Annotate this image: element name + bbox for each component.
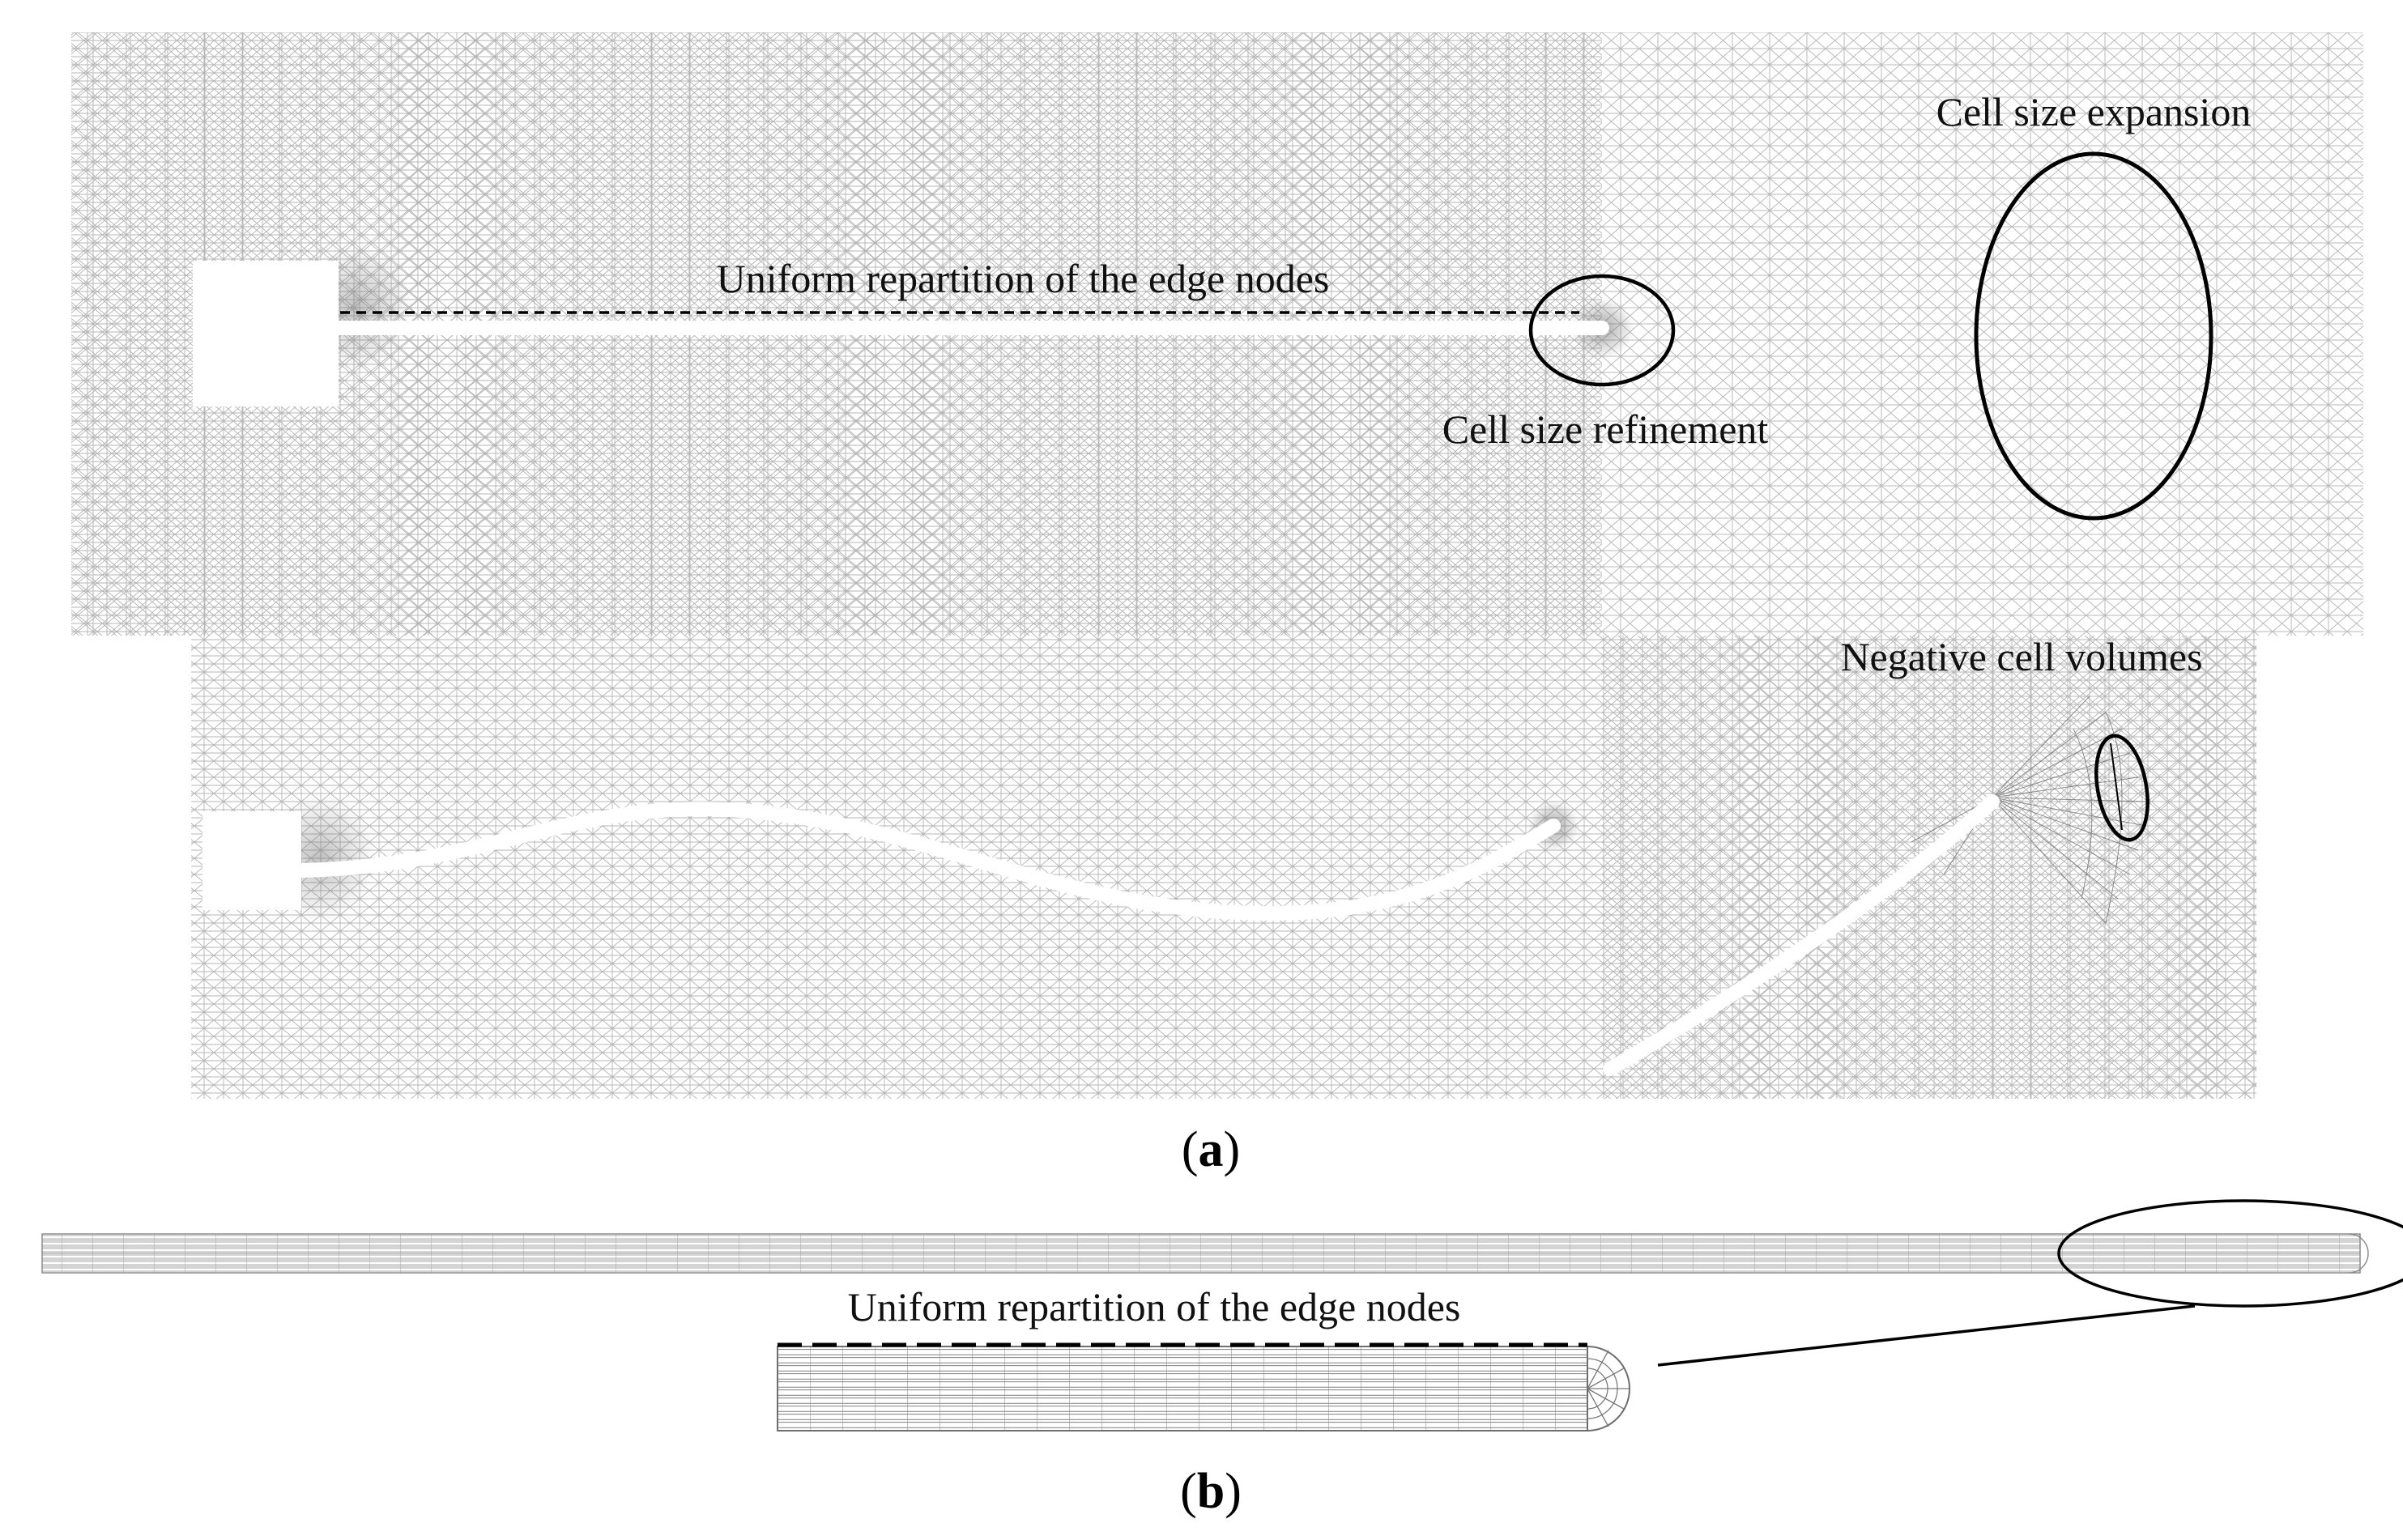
beam-tip-round bbox=[1602, 321, 1609, 335]
beam-inclined bbox=[1603, 794, 2000, 1076]
distorted-mesh-fan bbox=[1911, 696, 2147, 924]
panel-label-b-close: ) bbox=[1225, 1464, 1242, 1519]
panel-label-a-letter: a bbox=[1199, 1122, 1224, 1177]
panel-label-a-open: ( bbox=[1182, 1122, 1199, 1177]
beam-undeformed bbox=[339, 321, 1602, 335]
zoom-connector-line bbox=[1657, 1304, 2196, 1367]
annotation-uniform-edge-nodes-b: Uniform repartition of the edge nodes bbox=[848, 1284, 1461, 1329]
panel-label-b-open: ( bbox=[1180, 1464, 1197, 1519]
negative-volume-ellipse bbox=[2094, 734, 2149, 842]
panel-label-a: (a) bbox=[1182, 1122, 1240, 1177]
panel-label-a-close: ) bbox=[1224, 1122, 1241, 1177]
beam-deformed-s-curve bbox=[294, 802, 1561, 921]
mesh-domain-bottom-right bbox=[1602, 636, 2256, 1099]
annotation-uniform-edge-nodes-a: Uniform repartition of the edge nodes bbox=[717, 256, 1330, 301]
expansion-ellipse bbox=[1974, 151, 2213, 521]
beam-tip-zoom-fan bbox=[1587, 1350, 1630, 1427]
zoom-ellipse bbox=[2057, 1199, 2403, 1308]
beam-tip-fan-full bbox=[2348, 1233, 2369, 1274]
panel-label-b: (b) bbox=[1180, 1464, 1242, 1519]
annotation-cell-size-expansion: Cell size expansion bbox=[1936, 89, 2252, 134]
beam-structured-mesh-zoom bbox=[777, 1346, 1588, 1432]
negative-volume-inner-line bbox=[2110, 742, 2123, 831]
rigid-block-bottom bbox=[202, 811, 301, 910]
rigid-block-top bbox=[193, 261, 339, 406]
refinement-ellipse bbox=[1528, 274, 1676, 387]
annotation-cell-size-refinement: Cell size refinement bbox=[1442, 406, 1769, 452]
panel-label-b-letter: b bbox=[1197, 1464, 1225, 1519]
panel-b-beam-mesh bbox=[41, 1199, 2403, 1432]
panel-a-top-mesh bbox=[71, 32, 2363, 636]
annotation-negative-cell-volumes: Negative cell volumes bbox=[1840, 634, 2202, 679]
panel-a-bottom-mesh bbox=[191, 636, 2256, 1099]
